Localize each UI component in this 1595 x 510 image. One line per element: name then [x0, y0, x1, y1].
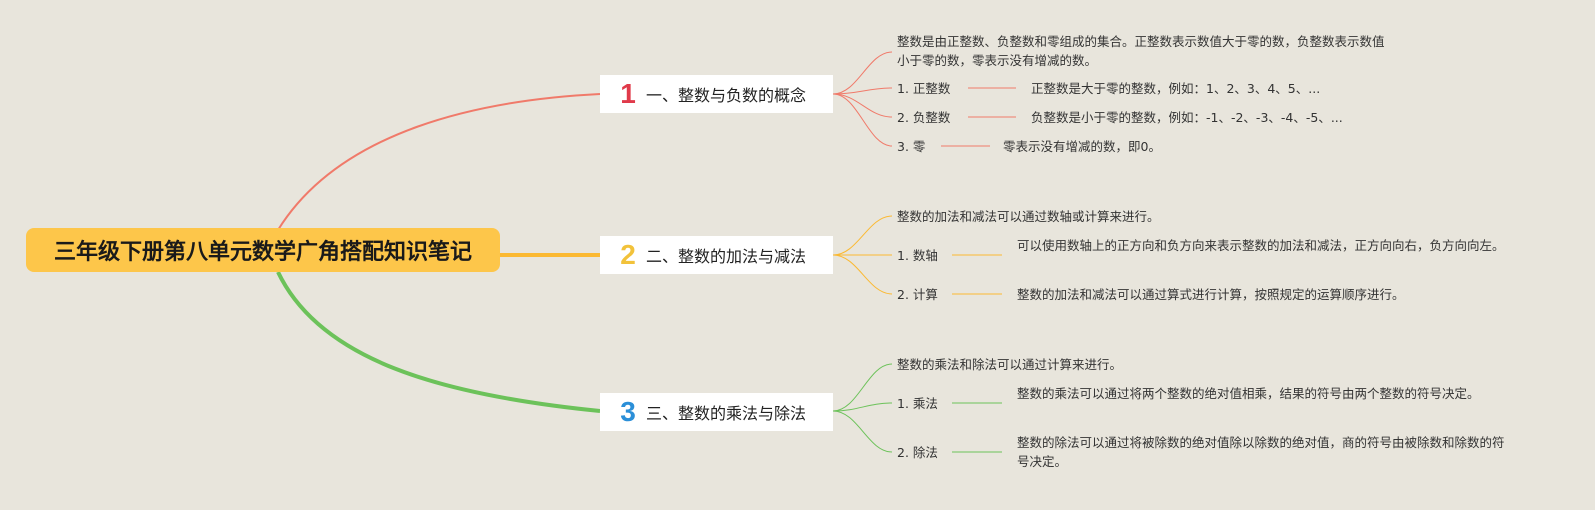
- branch3-item1-line: [832, 402, 893, 412]
- branch1-item2-desc: 负整数是小于零的整数，例如：-1、-2、-3、-4、-5、...: [1031, 110, 1343, 125]
- root-title: 三年级下册第八单元数学广角搭配知识笔记: [53, 240, 472, 265]
- branch2-item2-line: [832, 254, 893, 295]
- root-topic[interactable]: 三年级下册第八单元数学广角搭配知识笔记: [26, 228, 500, 272]
- branch1-item3-line: [832, 93, 893, 147]
- branch1-item1-label: 1. 正整数: [897, 81, 951, 96]
- branch2-item2-desc: 整数的加法和减法可以通过算式进行计算，按照规定的运算顺序进行。: [1017, 287, 1405, 302]
- root-branch1-line: [277, 93, 601, 231]
- branch1-summary: 整数是由正整数、负整数和零组成的集合。正整数表示数值大于零的数，负整数表示数值小…: [897, 34, 1385, 68]
- branch2-item1-desc: 可以使用数轴上的正方向和负方向来表示整数的加法和减法，正方向向右，负方向向左。: [1017, 238, 1505, 253]
- branch-number-1: 1: [620, 78, 636, 109]
- branch2-summary: 整数的加法和减法可以通过数轴或计算来进行。: [897, 209, 1160, 224]
- branch-number-3: 3: [620, 396, 636, 427]
- branch2-summary-line: [832, 215, 893, 256]
- branch2-item1-label: 1. 数轴: [897, 248, 938, 263]
- branch-title-3: 三、整数的乘法与除法: [646, 404, 807, 423]
- branch-title-1: 一、整数与负数的概念: [646, 86, 807, 105]
- branch2-item2-label: 2. 计算: [897, 287, 938, 302]
- branch1-item1-line: [832, 87, 893, 95]
- branch-title-2: 二、整数的加法与减法: [646, 247, 807, 266]
- branch-number-2: 2: [620, 239, 636, 270]
- branch-topic-1[interactable]: 1 一、整数与负数的概念: [600, 75, 833, 113]
- branch3-item1-label: 1. 乘法: [897, 396, 938, 411]
- branch3-item2-label: 2. 除法: [897, 445, 938, 460]
- branch3-item1-desc: 整数的乘法可以通过将两个整数的绝对值相乘，结果的符号由两个整数的符号决定。: [1017, 386, 1480, 401]
- branch3-item2-desc: 整数的除法可以通过将被除数的绝对值除以除数的绝对值，商的符号由被除数和除数的符号…: [1017, 435, 1505, 469]
- branch1-item3-desc: 零表示没有增减的数，即0。: [1003, 139, 1161, 154]
- root-branch3-line: [276, 271, 601, 413]
- branch3-summary-line: [832, 363, 893, 412]
- branch1-item2-label: 2. 负整数: [897, 110, 951, 125]
- branch1-item2-line: [832, 93, 893, 118]
- branch-topic-3[interactable]: 3 三、整数的乘法与除法: [600, 393, 833, 431]
- branch-topic-2[interactable]: 2 二、整数的加法与减法: [600, 236, 833, 274]
- branch1-item3-label: 3. 零: [897, 139, 926, 154]
- branch3-item2-line: [832, 410, 893, 453]
- branch1-summary-line: [832, 51, 893, 95]
- branch1-item1-desc: 正整数是大于零的整数，例如：1、2、3、4、5、...: [1031, 81, 1321, 96]
- branch3-summary: 整数的乘法和除法可以通过计算来进行。: [897, 357, 1123, 372]
